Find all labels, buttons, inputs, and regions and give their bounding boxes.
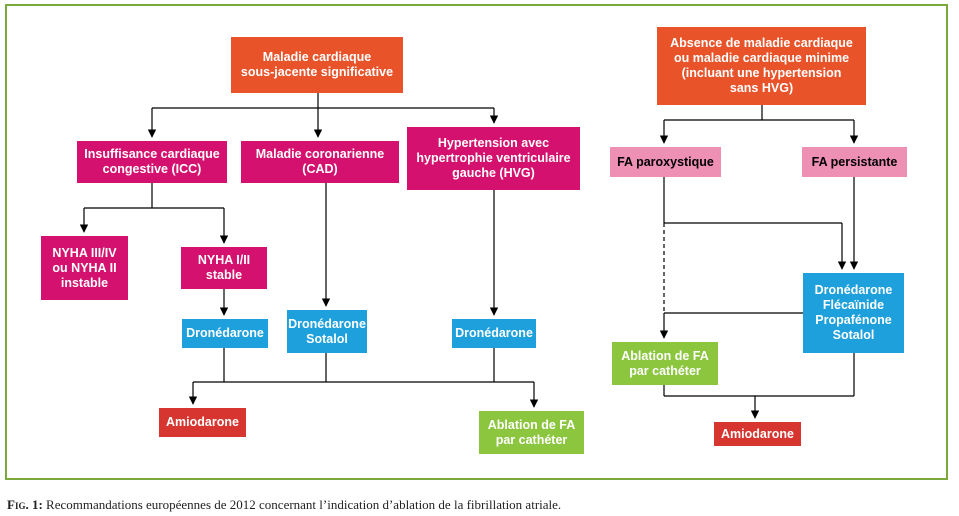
box-amiodarone-left: Amiodarone bbox=[159, 408, 246, 437]
box-fa-paroxystique: FA paroxystique bbox=[610, 147, 721, 177]
box-maladie-significative: Maladie cardiaque sous-jacente significa… bbox=[231, 37, 403, 93]
box-ablation-right: Ablation de FA par cathéter bbox=[479, 411, 584, 454]
caption-text: Recommandations européennes de 2012 conc… bbox=[42, 497, 562, 512]
box-ablation-left: Ablation de FA par cathéter bbox=[612, 342, 718, 385]
caption-label: Fig. 1: bbox=[7, 497, 43, 512]
box-absence-maladie: Absence de maladie cardiaque ou maladie … bbox=[657, 27, 866, 105]
box-dronedarone-multi: Dronédarone Flécaïnide Propafénone Sotal… bbox=[803, 273, 904, 353]
box-fa-persistante: FA persistante bbox=[802, 147, 907, 177]
box-nyha-1-2: NYHA I/II stable bbox=[181, 247, 267, 289]
box-dronedarone-hvg: Dronédarone bbox=[452, 319, 536, 348]
box-dronedarone-sotalol: Dronédarone Sotalol bbox=[287, 310, 367, 353]
box-dronedarone-icc: Dronédarone bbox=[182, 319, 268, 348]
box-nyha-3-4: NYHA III/IV ou NYHA II instable bbox=[41, 236, 128, 300]
box-hvg: Hypertension avec hypertrophie ventricul… bbox=[407, 127, 580, 190]
box-icc: Insuffisance cardiaque congestive (ICC) bbox=[77, 141, 227, 183]
figure-caption: Fig. 1: Recommandations européennes de 2… bbox=[7, 497, 561, 513]
box-cad: Maladie coronarienne (CAD) bbox=[241, 141, 399, 183]
box-amiodarone-right: Amiodarone bbox=[714, 422, 801, 446]
